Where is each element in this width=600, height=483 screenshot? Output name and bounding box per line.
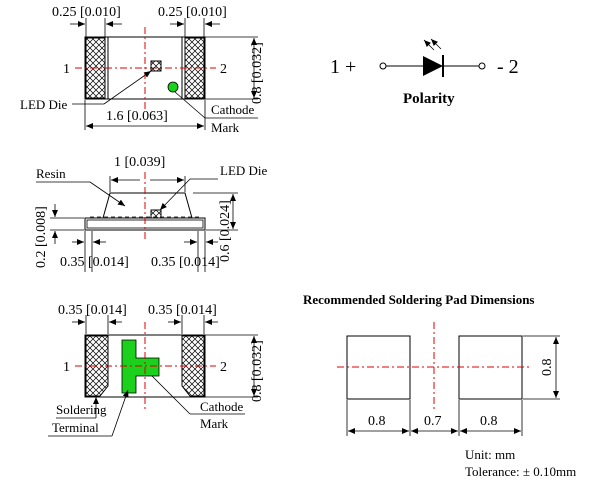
side-dim-left-v: 0.2 [0.008] [34, 206, 49, 268]
bottom-dim-left: 0.35 [0.014] [58, 303, 127, 318]
pad-unit: Unit: mm [465, 447, 515, 462]
bottom-view: 0.35 [0.014] 0.35 [0.014] 0.8 [0.032] 1 … [48, 303, 265, 437]
top-led-die [150, 60, 162, 72]
pad-dim-gap: 0.7 [424, 414, 442, 429]
polarity-cathode-terminal [478, 62, 486, 70]
bottom-pin-1: 1 [63, 360, 70, 375]
polarity-anode-terminal [379, 62, 387, 70]
diode-triangle-icon [423, 56, 443, 76]
bottom-cathode-label: Cathode [200, 399, 244, 414]
top-mark-label: Mark [211, 120, 240, 135]
side-view: 1 [0.039] Resin LED Die 0.2 [0.008] 0.6 … [34, 155, 268, 272]
top-dim-right: 0.25 [0.010] [158, 5, 227, 20]
pad-dim-w1: 0.8 [368, 414, 386, 429]
soldering-pad-diagram: Recommended Soldering Pad Dimensions 0.8… [303, 292, 576, 479]
pad-dim-w2: 0.8 [480, 414, 498, 429]
bottom-pin-2: 2 [220, 360, 227, 375]
bottom-terminal-right [181, 335, 205, 397]
top-pin-1: 1 [63, 62, 70, 77]
top-view: 0.25 [0.010] 0.25 [0.010] 0.8 [0.032] 1 … [20, 5, 265, 135]
polarity-title: Polarity [403, 91, 455, 107]
polarity-left-label: 1 + [330, 56, 356, 78]
side-led-die-label: LED Die [220, 163, 268, 178]
top-pin-2: 2 [220, 62, 227, 77]
top-cathode-label: Cathode [211, 102, 255, 117]
top-cathode-mark-dot [167, 81, 179, 93]
bottom-soldering-label: Soldering [56, 402, 107, 417]
light-arrow-icon [423, 39, 435, 51]
polarity-right-label: - 2 [497, 56, 519, 78]
bottom-terminal-label: Terminal [52, 420, 99, 435]
side-dim-bottom-right: 0.35 [0.014] [151, 255, 220, 270]
pad-tolerance: Tolerance: ± 0.10mm [465, 464, 576, 479]
bottom-dim-height: 0.8 [0.032] [250, 340, 265, 402]
pad-title: Recommended Soldering Pad Dimensions [303, 292, 534, 307]
side-dim-bottom-left: 0.35 [0.014] [60, 255, 129, 270]
side-resin-dome [102, 192, 193, 219]
top-dim-height: 0.8 [0.032] [250, 42, 265, 104]
side-resin-label: Resin [36, 166, 66, 181]
side-dim-top: 1 [0.039] [114, 155, 165, 170]
top-led-die-label: LED Die [20, 97, 68, 112]
top-dim-left: 0.25 [0.010] [52, 5, 121, 20]
bottom-dim-right: 0.35 [0.014] [148, 303, 217, 318]
bottom-mark-label: Mark [200, 416, 229, 431]
side-dim-right-v: 0.6 [0.024] [218, 200, 233, 262]
side-led-die [150, 209, 162, 219]
pad-dim-height: 0.8 [540, 359, 555, 377]
polarity-diagram: 1 + - 2 Polarity [330, 38, 519, 107]
top-dim-width: 1.6 [0.063] [106, 109, 168, 124]
